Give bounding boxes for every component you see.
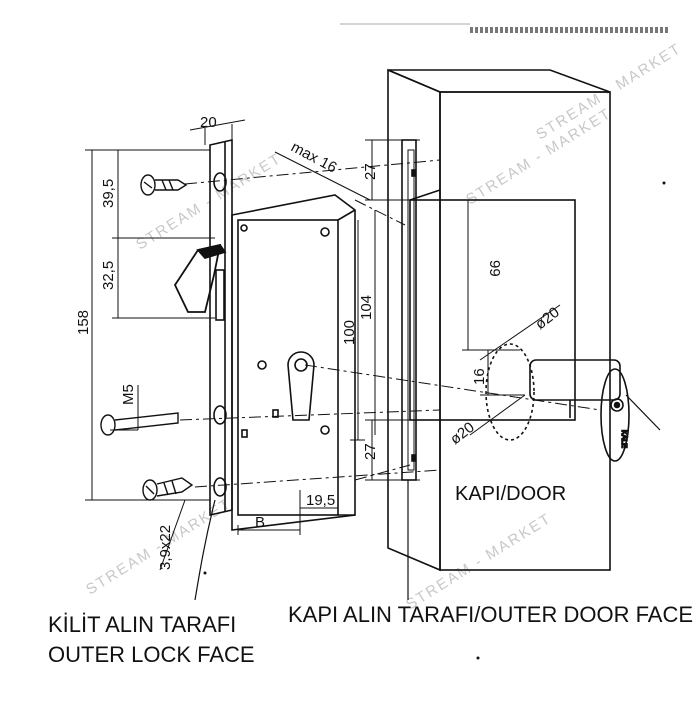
label-leaders <box>194 480 409 601</box>
lock-face-label-tr: KİLİT ALIN TARAFI <box>48 612 236 637</box>
dim-104: 104 <box>358 295 375 320</box>
dim-19-5: 19,5 <box>306 492 335 509</box>
door-top-face <box>387 69 611 93</box>
cylinder-face <box>600 368 630 462</box>
lock-face-leader <box>194 499 216 601</box>
euro-cylinder: KALE <box>485 343 661 462</box>
cylinder-body <box>529 359 621 401</box>
scan-specks <box>203 181 666 660</box>
dim-99: 99 <box>486 260 503 277</box>
cylinder-cutout <box>287 351 315 421</box>
mortise-pocket <box>409 199 576 421</box>
dim-32-5: 32,5 <box>100 261 117 290</box>
dim-158: 158 <box>75 310 92 335</box>
dim-16: 16 <box>471 368 488 385</box>
dim-phi20-bottom: ø20 <box>447 419 478 448</box>
faceplate-latch-slot <box>215 269 225 321</box>
latch-bolt <box>173 243 227 313</box>
lock-face-label-en: OUTER LOCK FACE <box>48 642 255 667</box>
faceplate-hole-top <box>213 172 227 192</box>
dim-100: 100 <box>341 320 358 345</box>
lock-dimension-lines <box>85 119 376 571</box>
dim-20: 20 <box>200 114 217 131</box>
screw-top <box>140 174 188 196</box>
dim-3-9x22: 3,9x22 <box>157 525 174 570</box>
screw-bottom <box>142 477 194 501</box>
cylinder-logo: KALE <box>620 430 627 448</box>
scan-artifact <box>340 23 670 33</box>
dim-27-bottom: 27 <box>362 443 379 460</box>
centre-lines <box>179 159 601 488</box>
dim-phi20-top: ø20 <box>532 304 563 333</box>
watermark-text: STREAM - MARKET <box>403 510 555 614</box>
faceplate-hole-mid <box>213 405 227 425</box>
lock-case-back <box>231 194 356 531</box>
lock-case-front <box>237 219 339 516</box>
door-edge-face <box>387 68 441 572</box>
dim-max16: max 16 <box>288 139 339 177</box>
lock-body <box>231 194 356 531</box>
cylinder-hole-outline <box>485 343 535 441</box>
door-label: KAPI/DOOR <box>455 483 566 505</box>
door-dimension-lines <box>365 139 561 481</box>
dim-m5: M5 <box>120 384 137 405</box>
dim-27-top: 27 <box>362 163 379 180</box>
dim-b: B <box>255 514 265 531</box>
labels: KAPI/DOOR KAPI ALIN TARAFI/OUTER DOOR FA… <box>48 483 693 667</box>
watermark-text: STREAM - MARKET <box>463 105 615 209</box>
door-face-label: KAPI ALIN TARAFI/OUTER DOOR FACE <box>288 602 693 627</box>
faceplate-hole-bottom <box>213 477 227 497</box>
dim-39-5: 39,5 <box>100 179 117 208</box>
screw-m5 <box>100 412 179 436</box>
